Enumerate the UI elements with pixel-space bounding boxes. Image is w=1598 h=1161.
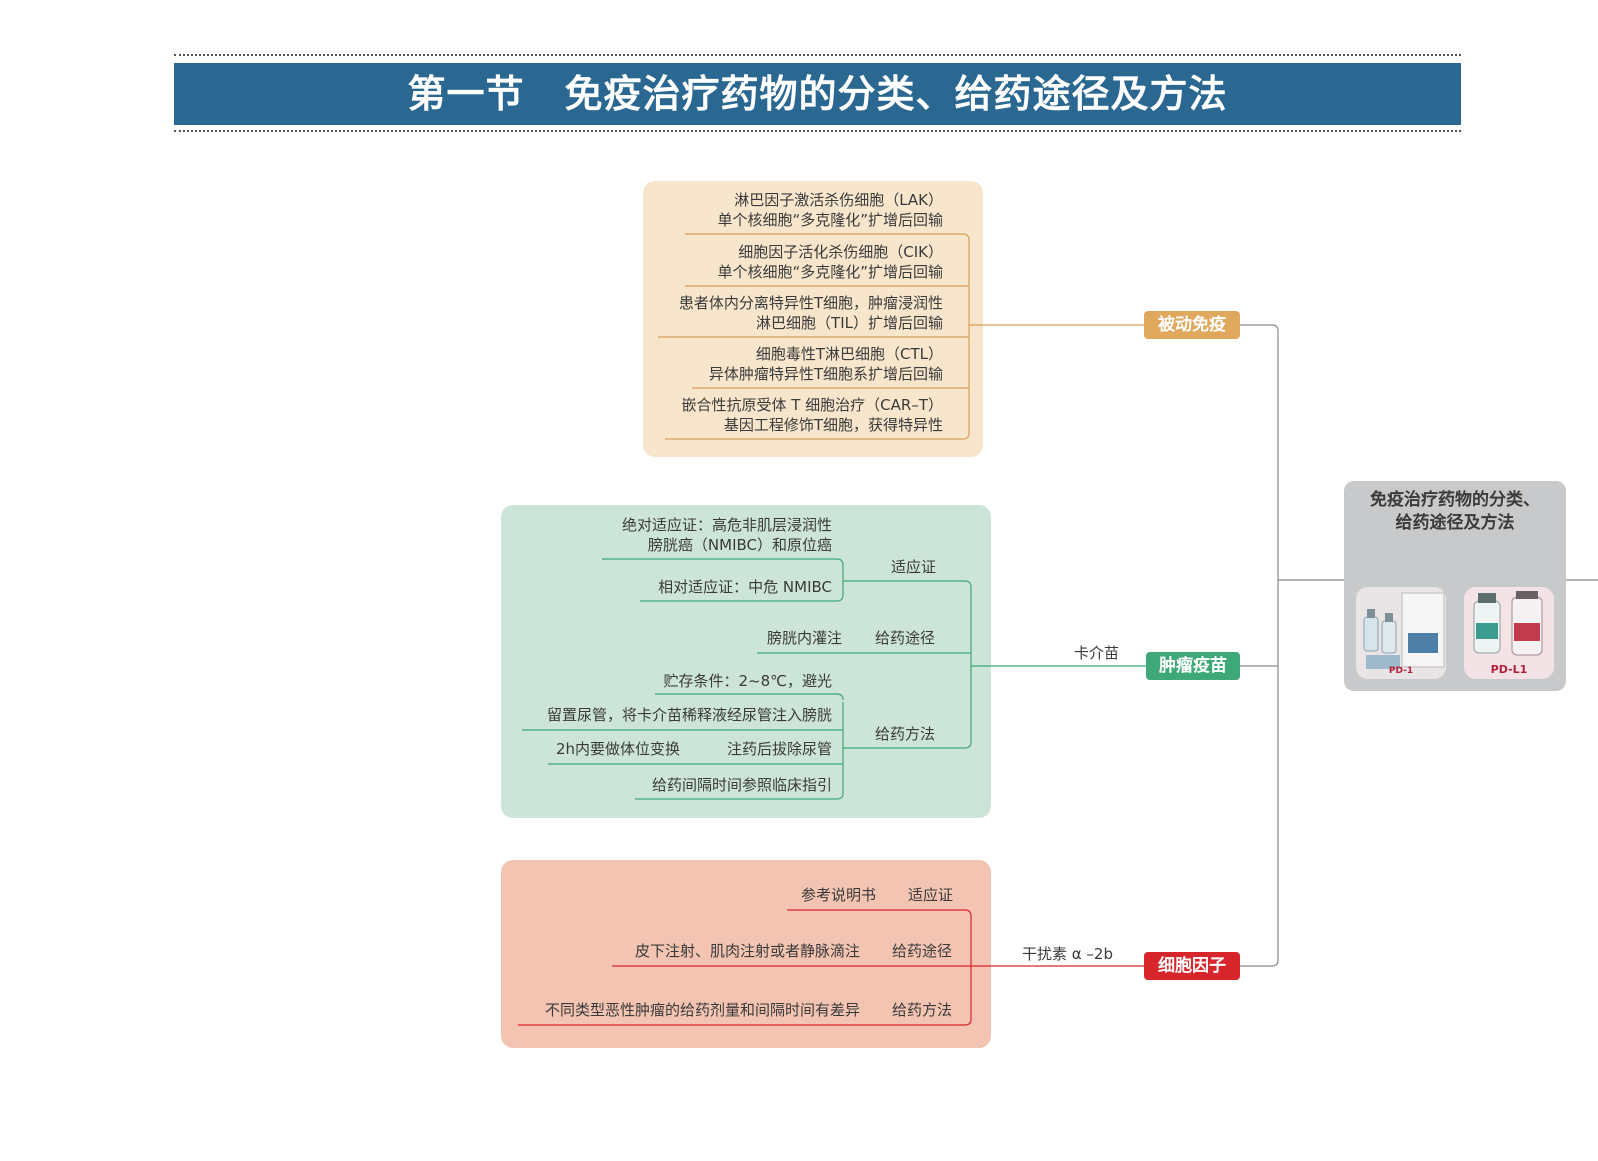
method-sub-bracket	[836, 702, 844, 800]
vaccine-method-label: 给药方法	[875, 725, 936, 743]
pd1-vials-icon	[1356, 587, 1446, 679]
passive-item-1-line2: 单个核细胞“多克隆化”扩增后回输	[717, 211, 943, 229]
cytokine-drug-name: 干扰素 α –2b	[1022, 945, 1113, 963]
section-number: 第一节	[407, 71, 525, 116]
passive-underline-1	[685, 233, 970, 241]
vaccine-step2-sub: 2h内要做体位变换	[556, 740, 681, 758]
section-title: 免疫治疗药物的分类、给药途径及方法	[564, 71, 1228, 116]
top-dotted-rule	[174, 54, 1461, 56]
vaccine-step3: 给药间隔时间参照临床指引	[651, 776, 832, 794]
pdl1-vials-icon	[1464, 587, 1554, 679]
tumor-vaccine-tag[interactable]: 肿瘤疫苗	[1146, 652, 1240, 680]
cytokine-bracket	[964, 916, 972, 1026]
passive-immunity-panel	[643, 181, 983, 457]
absolute-indication-line2: 膀胱癌（NMIBC）和原位癌	[647, 536, 832, 554]
vaccine-step1: 留置尿管，将卡介苗稀释液经尿管注入膀胱	[546, 706, 832, 724]
cytokine-indication-underline	[787, 909, 972, 917]
absolute-indication-line1: 绝对适应证：高危非肌层浸润性	[621, 516, 832, 534]
passive-item-4-line2: 异体肿瘤特异性T细胞系扩增后回输	[708, 365, 943, 383]
passive-item-4-line1: 细胞毒性T淋巴细胞（CTL）	[755, 345, 943, 363]
storage-underline	[655, 693, 844, 701]
indication-sub-bracket	[836, 563, 844, 602]
vaccine-storage: 贮存条件：2~8℃，避光	[663, 672, 832, 690]
root-node[interactable]: 免疫治疗药物的分类、 给药途径及方法 PD-1 PD-L1	[1344, 481, 1566, 691]
cytokine-indication-label: 适应证	[908, 886, 954, 904]
cytokine-panel	[501, 860, 991, 1048]
root-title: 免疫治疗药物的分类、 给药途径及方法	[1344, 489, 1566, 535]
pdl1-label: PD-L1	[1490, 663, 1528, 676]
passive-item-2-line1: 细胞因子活化杀伤细胞（CIK）	[738, 243, 943, 261]
trunk-to-cytokine	[1240, 959, 1279, 967]
cytokine-method-value: 不同类型恶性肿瘤的给药剂量和间隔时间有差异	[544, 1001, 860, 1019]
relative-indication: 相对适应证：中危 NMIBC	[658, 578, 832, 596]
vaccine-route-value: 膀胱内灌注	[766, 629, 842, 647]
cytokine-indication-value: 参考说明书	[800, 886, 876, 904]
vaccine-indication-underline	[843, 580, 972, 588]
passive-item-2-line2: 单个核细胞“多克隆化”扩增后回输	[717, 263, 943, 281]
cytokine-method-label: 给药方法	[892, 1001, 953, 1019]
bottom-dotted-rule	[174, 130, 1461, 132]
root-title-line2: 给药途径及方法	[1395, 513, 1515, 533]
trunk-lines	[1240, 324, 1598, 967]
pd1-label: PD-1	[1388, 666, 1414, 676]
root-title-line1: 免疫治疗药物的分类、	[1370, 490, 1540, 510]
absolute-indication-underline	[602, 558, 844, 566]
passive-bracket	[962, 238, 970, 440]
passive-item-3-line1: 患者体内分离特异性T细胞，肿瘤浸润性	[678, 294, 943, 312]
passive-item-5-line2: 基因工程修饰T细胞，获得特异性	[723, 416, 943, 434]
passive-item-5-line1: 嵌合性抗原受体 T 细胞治疗（CAR–T）	[681, 396, 943, 414]
passive-immunity-tag[interactable]: 被动免疫	[1144, 311, 1240, 339]
section-banner: 第一节免疫治疗药物的分类、给药途径及方法	[174, 63, 1461, 125]
vaccine-drug-name: 卡介苗	[1074, 644, 1120, 662]
vaccine-route-label: 给药途径	[875, 629, 936, 647]
cytokine-tag[interactable]: 细胞因子	[1144, 952, 1240, 980]
cytokine-lines	[518, 909, 1144, 1026]
vaccine-main-bracket	[964, 587, 972, 749]
trunk-to-passive	[1240, 324, 1279, 332]
passive-lines	[658, 233, 1144, 440]
tumor-vaccine-panel	[501, 505, 991, 818]
vaccine-lines	[522, 558, 1146, 800]
passive-item-3-line2: 淋巴细胞（TIL）扩增后回输	[756, 314, 943, 332]
passive-item-1-line1: 淋巴因子激活杀伤细胞（LAK）	[734, 191, 943, 209]
vaccine-step2: 注药后拔除尿管	[726, 740, 832, 758]
cytokine-route-value: 皮下注射、肌肉注射或者静脉滴注	[634, 942, 860, 960]
pd1-drug-vials-photo: PD-1	[1356, 587, 1446, 679]
vaccine-indication-label: 适应证	[891, 558, 937, 576]
pdl1-drug-vials-photo: PD-L1	[1464, 587, 1554, 679]
cytokine-route-label: 给药途径	[892, 942, 953, 960]
